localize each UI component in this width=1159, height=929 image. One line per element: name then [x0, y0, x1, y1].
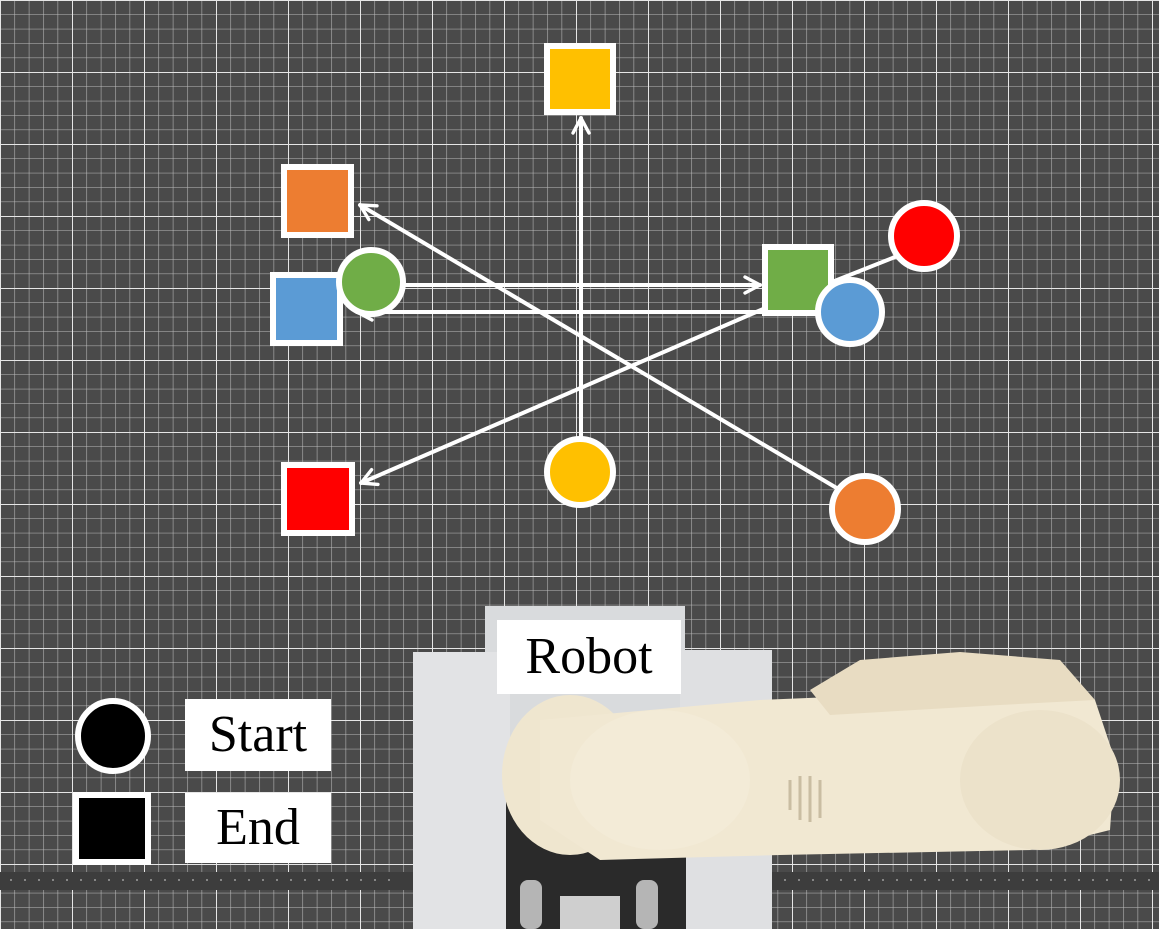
- end-markers: [270, 43, 834, 536]
- legend-start-label: Start: [185, 699, 331, 771]
- blue-circle: [815, 277, 885, 347]
- legend-start-icon: [75, 698, 151, 774]
- trajectory-arrows: [355, 116, 897, 492]
- robot-arm: [502, 652, 1120, 860]
- blue-square: [270, 272, 343, 346]
- legend-end-icon: [73, 792, 151, 865]
- green-square: [762, 244, 834, 316]
- red-arrow: [359, 304, 772, 487]
- legend-end-label: End: [185, 793, 331, 863]
- yellow-circle: [544, 436, 616, 508]
- orange-arrow: [358, 203, 842, 492]
- robot-label: Robot: [497, 620, 681, 694]
- orange-square: [281, 164, 354, 238]
- red-square: [281, 462, 355, 536]
- start-markers: [336, 200, 960, 545]
- yellow-square: [544, 43, 616, 115]
- red-circle: [888, 200, 960, 272]
- green-circle: [336, 247, 406, 317]
- orange-circle: [829, 473, 901, 545]
- legend: [73, 698, 151, 865]
